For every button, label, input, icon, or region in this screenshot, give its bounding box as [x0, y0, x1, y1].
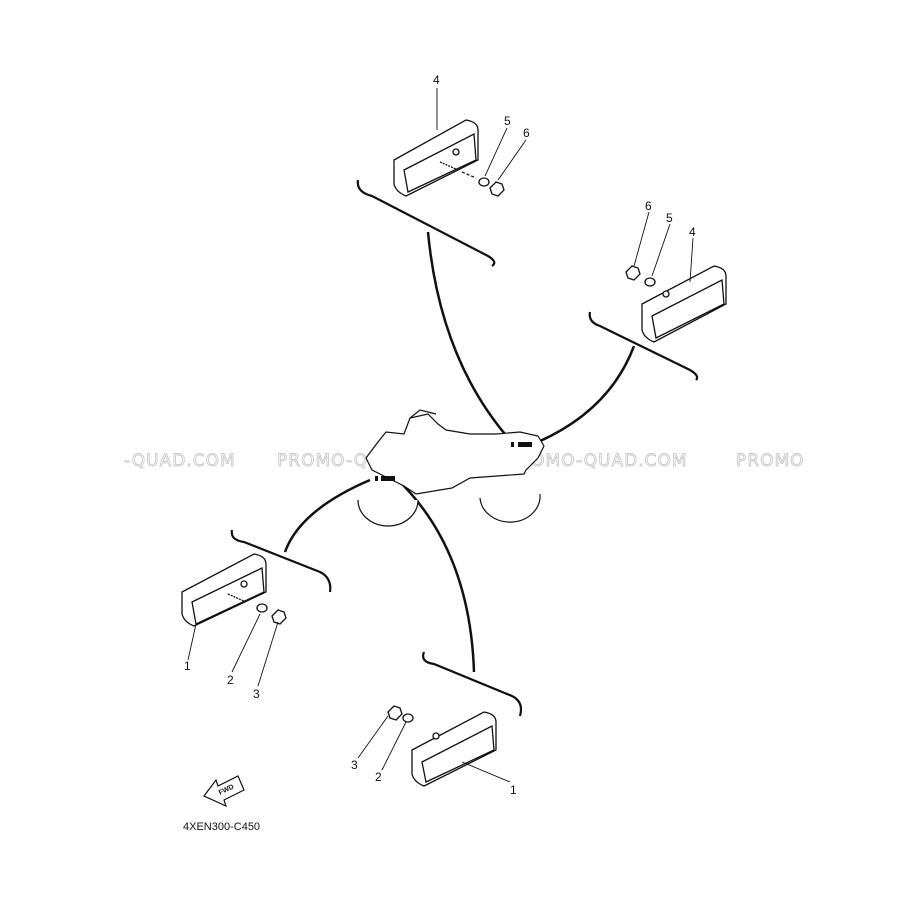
reflector-lower-right: [387, 705, 497, 787]
connector-lines: [283, 231, 636, 673]
callout-label: 6: [645, 199, 652, 213]
marker-rear: [518, 442, 532, 447]
callout-label: 3: [253, 687, 260, 701]
callout-label: 4: [689, 225, 696, 239]
connector-lower-left: [283, 478, 371, 553]
bracket-lower-left: [230, 529, 332, 593]
nut-part: [489, 181, 505, 197]
callout-label: 1: [184, 659, 191, 673]
washer-part: [402, 713, 414, 723]
fwd-arrow-icon: FWD: [203, 775, 245, 808]
diagram-code: 4XEN300-C450: [183, 821, 260, 833]
callout-label: 4: [433, 73, 440, 87]
callout-label: 6: [523, 126, 530, 140]
watermark: PROMO-QUAD.COM: [507, 451, 688, 471]
bracket-upper-right: [588, 311, 699, 381]
leader-lines: [187, 88, 694, 783]
connector-upper-left: [426, 231, 511, 441]
nut-part: [625, 265, 641, 281]
watermark: -QUAD.COM: [124, 451, 236, 471]
nut-part: [271, 609, 287, 625]
reflector-lower-left: [181, 553, 287, 627]
callout-label: 3: [351, 758, 358, 772]
connector-upper-right: [537, 345, 636, 444]
callouts: 4 5 6 6 5 4 1 2 3 3 2 1: [184, 73, 696, 797]
callout-label: 2: [227, 673, 234, 687]
callout-label: 5: [504, 114, 511, 128]
reflector-upper-right: [625, 265, 727, 343]
washer-part: [478, 177, 490, 187]
marker-front: [381, 476, 395, 481]
brackets: [230, 179, 699, 717]
bracket-lower-right: [422, 651, 523, 717]
bracket-upper-left: [356, 179, 496, 267]
washer-part: [644, 277, 656, 287]
washer-part: [256, 603, 268, 613]
reflector-upper-left: [393, 119, 505, 197]
callout-label: 5: [666, 211, 673, 225]
callout-label: 1: [510, 783, 517, 797]
connector-lower-right: [397, 479, 476, 673]
motorcycle-silhouette: [357, 409, 545, 527]
nut-part: [387, 705, 403, 721]
watermark: PROMO: [736, 451, 805, 471]
callout-label: 2: [375, 770, 382, 784]
